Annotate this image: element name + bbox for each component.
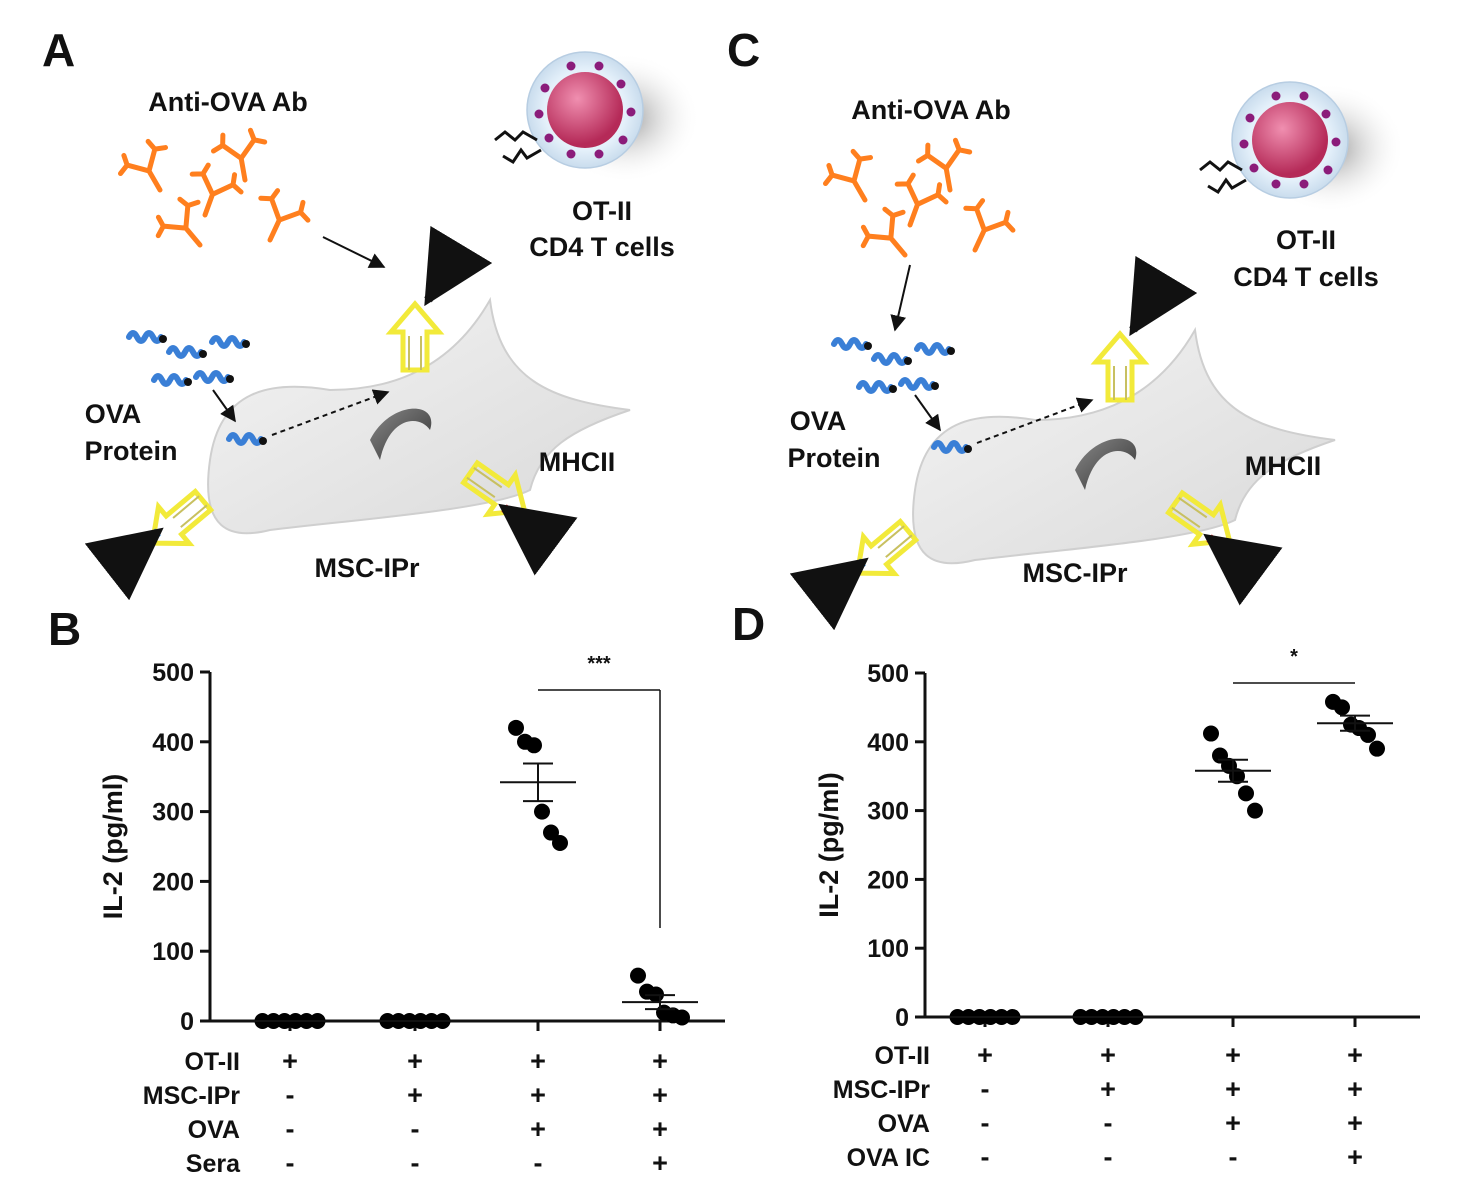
t-cell-icon [493,50,702,185]
condition-value: - [981,1074,990,1104]
condition-label: MSC-IPr [833,1076,931,1104]
y-axis-label: IL-2 (pg/ml) [814,772,844,917]
significance-label: *** [587,653,611,675]
condition-value: + [407,1046,423,1076]
condition-value: - [286,1148,295,1178]
data-point [1203,725,1219,742]
data-point [1247,802,1263,819]
condition-value: + [1100,1074,1116,1104]
condition-value: - [1229,1142,1238,1172]
condition-label: OVA [878,1110,930,1138]
t-cell-label-line2: CD4 T cells [1233,262,1379,292]
condition-value: + [652,1148,668,1178]
condition-value: - [981,1142,990,1172]
condition-value: + [1225,1040,1241,1070]
condition-value: + [1100,1040,1116,1070]
msc-cell-icon [207,299,632,535]
panel-c-schematic: C Anti-OVA Ab OT-II CD4 T cells [727,24,1407,631]
y-tick-label: 100 [867,935,909,963]
ova-label-line2: Protein [84,436,177,466]
data-point [552,835,568,852]
antibody-label: Anti-OVA Ab [148,87,307,117]
y-tick-label: 200 [152,868,194,896]
msc-label: MSC-IPr [1022,558,1128,588]
condition-value: + [1347,1040,1363,1070]
condition-value: - [411,1114,420,1144]
condition-value: + [407,1080,423,1110]
msc-label: MSC-IPr [314,553,420,583]
data-point [1238,785,1254,802]
condition-value: + [652,1080,668,1110]
significance-label: * [1290,646,1298,668]
panel-letter-b: B [48,603,81,655]
panel-letter-c: C [727,24,760,76]
ova-label-line2: Protein [787,443,880,473]
y-tick-label: 100 [152,938,194,966]
condition-value: - [411,1148,420,1178]
condition-value: + [282,1046,298,1076]
ova-label-line1: OVA [85,399,142,429]
y-tick-label: 300 [152,799,194,827]
data-point [674,1009,690,1026]
t-cell-label-line1: OT-II [1276,225,1336,255]
condition-value: + [530,1114,546,1144]
condition-value: + [1347,1108,1363,1138]
y-tick-label: 500 [152,659,194,687]
y-tick-label: 200 [867,866,909,894]
y-tick-label: 400 [152,729,194,757]
antibody-cluster-icon [818,138,1018,271]
msc-cell-icon [912,329,1336,565]
condition-label: OT-II [184,1048,240,1076]
condition-value: - [286,1114,295,1144]
data-point [1369,740,1385,757]
t-cell-label-line2: CD4 T cells [529,232,675,262]
condition-value: + [530,1046,546,1076]
data-point [526,737,542,754]
y-tick-label: 0 [180,1008,194,1036]
data-point [630,967,646,984]
condition-value: + [1347,1074,1363,1104]
condition-label: OVA [188,1116,240,1144]
antibody-cluster-icon [113,128,313,261]
antibody-label: Anti-OVA Ab [851,95,1010,125]
panel-letter-a: A [42,24,75,76]
condition-label: MSC-IPr [143,1082,241,1110]
data-point [543,824,559,841]
t-cell-icon [1198,80,1407,215]
y-tick-label: 400 [867,729,909,757]
t-cell-label-line1: OT-II [572,196,632,226]
ova-label-line1: OVA [790,406,847,436]
data-point [534,803,550,820]
condition-value: - [1104,1108,1113,1138]
condition-value: + [652,1114,668,1144]
condition-value: + [652,1046,668,1076]
condition-label: OVA IC [847,1144,930,1172]
condition-value: + [530,1080,546,1110]
condition-value: + [1225,1108,1241,1138]
condition-value: - [981,1108,990,1138]
y-axis-label: IL-2 (pg/ml) [98,774,128,919]
mhc-label: MHCII [1245,451,1322,481]
y-tick-label: 0 [895,1004,909,1032]
condition-value: + [1225,1074,1241,1104]
condition-value: - [534,1148,543,1178]
y-tick-label: 500 [867,660,909,688]
data-point [508,719,524,736]
y-tick-label: 300 [867,798,909,826]
condition-value: + [1347,1142,1363,1172]
condition-value: - [286,1080,295,1110]
data-point [1360,726,1376,743]
panel-letter-d: D [732,598,765,650]
condition-value: - [1104,1142,1113,1172]
condition-label: Sera [186,1150,241,1178]
condition-value: + [977,1040,993,1070]
panel-a-schematic: A Anti-OVA Ab OT-II CD4 T cells [42,24,702,601]
data-point [1334,699,1350,716]
mhc-label: MHCII [539,447,616,477]
condition-label: OT-II [874,1042,930,1070]
